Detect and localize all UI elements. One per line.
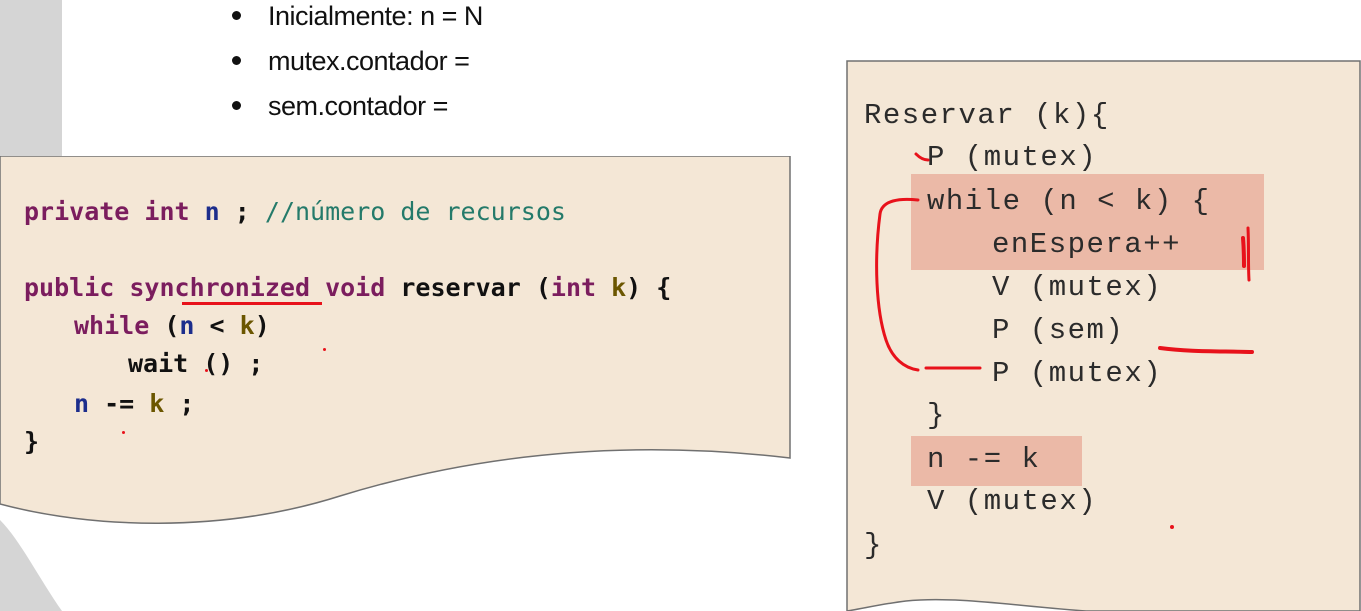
pseudo-line-p-sem: P (sem): [992, 314, 1125, 347]
bullet-list: Inicialmente: n = N mutex.contador = sem…: [232, 0, 483, 135]
java-code-card: [0, 156, 791, 524]
annotation-dot: [1170, 525, 1174, 529]
pseudo-line-while-close: }: [927, 399, 946, 432]
pseudo-line-while: while (n < k) {: [927, 185, 1211, 218]
annotation-dot: [205, 369, 208, 372]
code-line-declaration: private int n ; //número de recursos: [24, 197, 566, 226]
bullet-dot: [232, 101, 241, 110]
pseudo-line-closing: }: [864, 529, 883, 562]
code-line-signature: public synchronized void reservar (int k…: [24, 273, 672, 302]
side-band: [0, 0, 62, 611]
pseudo-line-p-mutex-2: P (mutex): [992, 357, 1163, 390]
code-line-wait: wait () ;: [128, 349, 264, 378]
while-highlight: [911, 174, 1264, 270]
pseudo-line-header: Reservar (k){: [864, 99, 1110, 132]
bullet-dot: [232, 56, 241, 65]
bullet-item: sem.contador =: [232, 90, 483, 135]
bullet-dot: [232, 11, 241, 20]
assign-highlight: [911, 436, 1082, 486]
code-line-assign: n -= k ;: [74, 389, 195, 418]
pseudo-line-v-mutex-final: V (mutex): [927, 485, 1098, 518]
bullet-item: mutex.contador =: [232, 45, 483, 90]
code-line-while: while (n < k): [74, 311, 270, 340]
pseudo-line-v-mutex: V (mutex): [992, 271, 1163, 304]
pseudo-line-assign: n -= k: [927, 443, 1041, 476]
pseudo-line-p-mutex: P (mutex): [927, 141, 1098, 174]
bullet-item: Inicialmente: n = N: [232, 0, 483, 45]
loop-annotation: [875, 152, 1254, 372]
annotation-underline: [182, 302, 322, 305]
annotation-dot: [323, 348, 326, 351]
pseudo-line-enespera: enEspera++: [992, 228, 1182, 261]
annotation-dot: [122, 431, 125, 434]
code-line-closing-brace: }: [24, 427, 40, 456]
